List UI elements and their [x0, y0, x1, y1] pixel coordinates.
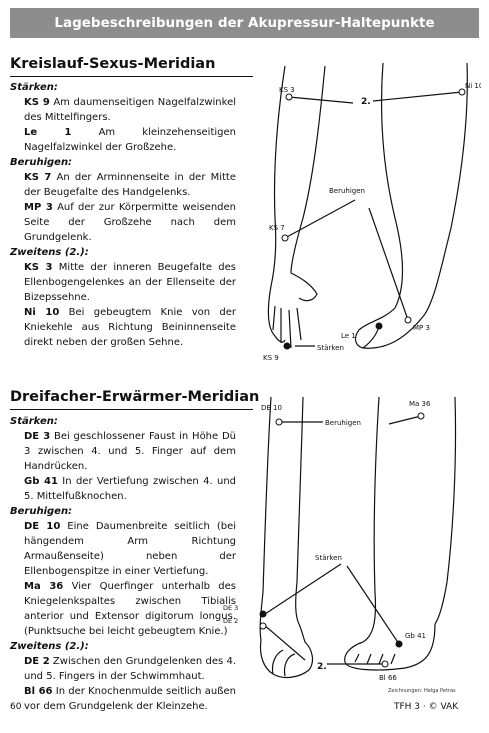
group-label: Stärken: [10, 82, 58, 93]
figure-kreislauf-arm-foot: KS 3 Ni 10 2. Beruhigen KS 7 Le 1 MP 3 S… [263, 62, 481, 362]
entry-ma36: Ma 36 Vier Querfinger unterhalb des Knie… [24, 581, 236, 637]
section-text-kreislauf: Stärken: KS 9 Am daumenseitigen Nagelfal… [10, 80, 236, 350]
group-label: Zweitens (2.): [10, 641, 89, 652]
label-de10: DE 10 [261, 404, 282, 412]
entry-ks7: KS 7 An der Arminnenseite in der Mitte d… [24, 172, 237, 198]
section-text-dreifacher: Stärken: DE 3 Bei geschlossener Faust in… [10, 414, 236, 714]
section-title-kreislauf: Kreislauf-Sexus-Meridian [10, 56, 216, 72]
label-mp3: MP 3 [413, 324, 430, 332]
entry-bl66: Bl 66 In der Knochenmulde seitlich außen… [24, 686, 237, 712]
group-label: Beruhigen: [10, 506, 73, 517]
label-staerken: Stärken [315, 554, 342, 562]
group-label: Zweitens (2.): [10, 247, 89, 258]
label-beruhigen: Beruhigen [329, 187, 365, 195]
group-label: Stärken: [10, 416, 58, 427]
label-bl66: Bl 66 [379, 674, 397, 682]
entry-mp3: MP 3 Auf der zur Körpermitte weisenden S… [24, 202, 236, 243]
entry-de3: DE 3 Bei geschlossener Faust in Höhe Dü … [24, 431, 236, 472]
entry-le1: Le 1 Am kleinzehenseitigen Nagelfalzwink… [24, 127, 236, 153]
side-label-de3: DE 3 [223, 604, 239, 612]
page-header: Lagebeschreibungen der Akupressur-Haltep… [10, 8, 479, 38]
label-ks7: KS 7 [269, 224, 285, 232]
entry-ks9: KS 9 Am daumenseitigen Nagelfalzwinkel d… [24, 97, 236, 123]
label-ks3: KS 3 [279, 86, 295, 94]
entry-de2: DE 2 Zwischen den Grundgelenken des 4. u… [24, 656, 237, 682]
side-label-de2: DE 2 [223, 617, 239, 625]
figure-dreifacher-arm-foot: DE 10 Ma 36 Beruhigen Stärken Gb 41 2. B… [259, 396, 457, 682]
label-le1: Le 1 [341, 332, 356, 340]
label-ni10: Ni 10 [465, 82, 481, 90]
entry-ks3: KS 3 Mitte der inneren Beugefalte des El… [24, 262, 236, 303]
entry-de10: DE 10 Eine Daumenbreite seitlich (bei hä… [24, 521, 237, 577]
label-ks9: KS 9 [263, 354, 279, 362]
label-staerken: Stärken [317, 344, 344, 352]
entry-gb41: Gb 41 In der Vertiefung zwischen 4. und … [24, 476, 236, 502]
section-rule [10, 76, 253, 77]
footer-right: TFH 3 · © VAK [394, 702, 459, 712]
drawing-credit: Zeichnungen: Helga Petras [388, 688, 456, 694]
page-number: 60 [10, 702, 22, 712]
label-beruhigen: Beruhigen [325, 419, 361, 427]
label-gb41: Gb 41 [405, 632, 426, 640]
label-ma36: Ma 36 [409, 400, 431, 408]
section-title-dreifacher: Dreifacher-Erwärmer-Meridian [10, 389, 260, 405]
label-two: 2. [317, 662, 327, 672]
group-label: Beruhigen: [10, 157, 73, 168]
section-rule [10, 409, 253, 410]
label-two: 2. [361, 97, 371, 107]
entry-ni10: Ni 10 Bei gebeugtem Knie von der Kniekeh… [24, 307, 236, 348]
